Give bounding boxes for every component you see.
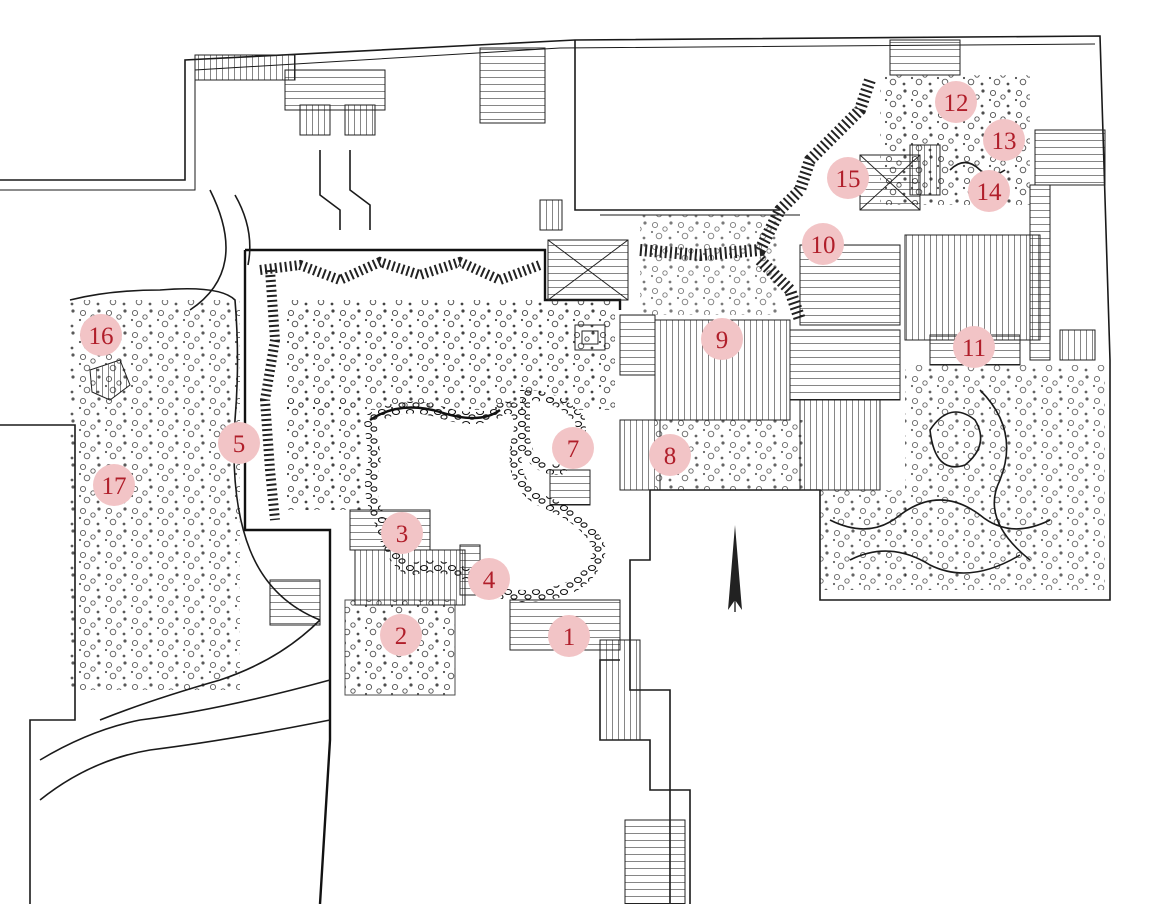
marker-16: 16 [80, 314, 122, 356]
marker-label: 4 [483, 567, 496, 594]
marker-7: 7 [552, 427, 594, 469]
marker-12: 12 [935, 81, 977, 123]
marker-circle [827, 157, 869, 199]
marker-label: 2 [395, 623, 408, 650]
marker-circle [552, 427, 594, 469]
marker-15: 15 [827, 157, 869, 199]
marker-2: 2 [380, 614, 422, 656]
marker-label: 13 [992, 128, 1017, 155]
marker-circle [468, 558, 510, 600]
marker-label: 10 [811, 232, 836, 259]
marker-circle [218, 422, 260, 464]
marker-3: 3 [381, 512, 423, 554]
marker-circle [548, 615, 590, 657]
marker-label: 11 [962, 335, 986, 362]
marker-label: 8 [664, 443, 677, 470]
marker-label: 1 [563, 624, 576, 651]
marker-label: 15 [836, 166, 861, 193]
marker-11: 11 [953, 326, 995, 368]
marker-17: 17 [93, 464, 135, 506]
marker-label: 17 [102, 473, 127, 500]
north-arrow-icon [728, 525, 742, 612]
marker-label: 7 [567, 436, 580, 463]
central-courtyard [243, 199, 629, 904]
south-east-garden [820, 365, 1105, 590]
marker-circle [701, 318, 743, 360]
marker-circle [380, 614, 422, 656]
marker-label: 12 [944, 90, 969, 117]
marker-circle [80, 314, 122, 356]
marker-label: 9 [716, 327, 729, 354]
marker-label: 5 [233, 431, 246, 458]
marker-14: 14 [968, 170, 1010, 212]
south-buildings [269, 509, 686, 904]
north-buildings [194, 39, 1106, 361]
marker-circle [953, 326, 995, 368]
marker-circle [93, 464, 135, 506]
marker-circle [968, 170, 1010, 212]
marker-8: 8 [649, 434, 691, 476]
marker-label: 14 [977, 179, 1003, 206]
marker-1: 1 [548, 615, 590, 657]
marker-10: 10 [802, 223, 844, 265]
marker-circle [802, 223, 844, 265]
marker-label: 16 [89, 323, 114, 350]
marker-circle [983, 119, 1025, 161]
marker-13: 13 [983, 119, 1025, 161]
marker-circle [935, 81, 977, 123]
marker-label: 3 [396, 521, 409, 548]
marker-circle [381, 512, 423, 554]
marker-circle [649, 434, 691, 476]
marker-5: 5 [218, 422, 260, 464]
marker-9: 9 [701, 318, 743, 360]
marker-4: 4 [468, 558, 510, 600]
